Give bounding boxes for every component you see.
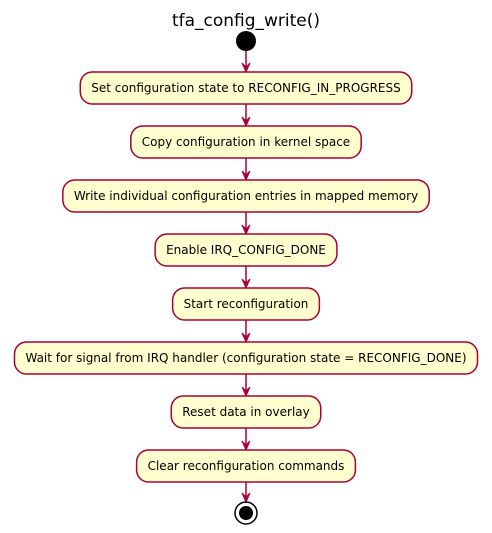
flow-arrow [241,482,251,504]
activity-box [170,395,322,429]
arrowhead [241,440,251,452]
activity-step: Write individual configuration entries i… [62,179,430,213]
flow-arrow [241,374,251,398]
activity-box [154,233,338,267]
activity-box [135,449,357,483]
activity-box [79,71,413,105]
diagram-title: tfa_config_write() [172,11,320,31]
flow-arrow [241,212,251,236]
end-node [234,501,258,525]
flow-connectors [241,51,251,504]
activity-label: Clear reconfiguration commands [148,459,345,473]
arrowhead [241,332,251,344]
arrowhead [241,278,251,290]
flow-arrow [241,51,251,74]
activity-box [171,287,321,321]
activity-label: Copy configuration in kernel space [142,135,350,149]
activity-steps: Set configuration state to RECONFIG_IN_P… [13,71,479,483]
activity-step: Enable IRQ_CONFIG_DONE [154,233,338,267]
activity-label: Wait for signal from IRQ handler (config… [25,351,466,365]
activity-box [62,179,430,213]
arrowhead [241,116,251,128]
arrowhead [241,62,251,74]
activity-label: Reset data in overlay [182,405,309,419]
arrowhead [241,170,251,182]
arrowhead [241,492,251,504]
flow-arrow [241,320,251,344]
activity-label: Write individual configuration entries i… [74,189,418,203]
end-node-core [239,506,253,520]
end-node-ring [234,501,258,525]
activity-step: Wait for signal from IRQ handler (config… [13,341,479,375]
activity-box [130,125,362,159]
start-node [236,31,256,51]
activity-step: Reset data in overlay [170,395,322,429]
activity-label: Set configuration state to RECONFIG_IN_P… [91,81,400,95]
arrowhead [241,224,251,236]
flow-arrow [241,158,251,182]
activity-label: Enable IRQ_CONFIG_DONE [166,243,326,257]
flow-arrow [241,104,251,128]
activity-step: Clear reconfiguration commands [135,449,357,483]
activity-box [13,341,479,375]
activity-step: Copy configuration in kernel space [130,125,362,159]
flow-arrow [241,428,251,452]
flow-arrow [241,266,251,290]
activity-label: Start reconfiguration [184,297,309,311]
activity-step: Set configuration state to RECONFIG_IN_P… [79,71,413,105]
arrowhead [241,386,251,398]
activity-step: Start reconfiguration [171,287,321,321]
